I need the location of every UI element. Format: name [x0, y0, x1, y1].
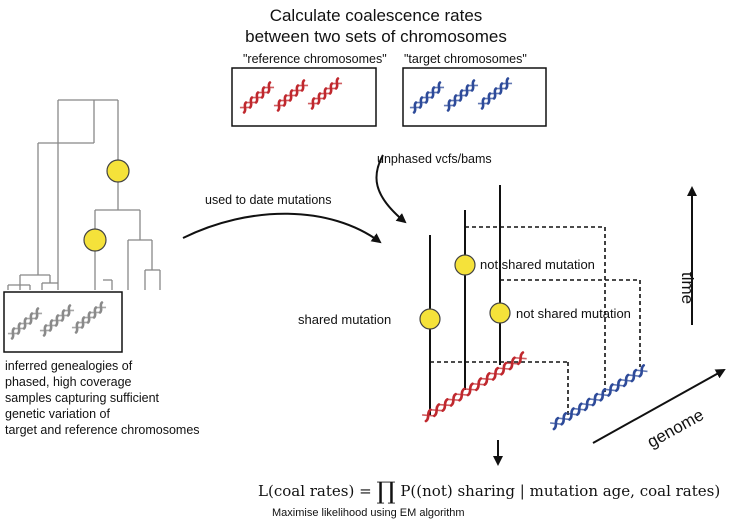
inferred-genealogies-text: inferred genealogies of phased, high cov…: [5, 358, 225, 438]
inferred-text-line: target and reference chromosomes: [5, 422, 225, 438]
inferred-text-line: genetic variation of: [5, 406, 225, 422]
tree-mutation-lower: [84, 229, 106, 251]
target-diagonal-strand: [605, 389, 617, 390]
reference-diagonal-strand: [489, 373, 501, 374]
equation-product-symbol: ∏: [376, 477, 395, 505]
not-shared-mutation-dot-2: [490, 303, 510, 323]
target-diagonal-strand: [636, 370, 648, 371]
target-diagonal-strand: [620, 380, 632, 381]
shared-mutation-label: shared mutation: [298, 312, 391, 327]
target-diagonal-chromosome: [550, 365, 647, 429]
target-chromosomes-group: [410, 79, 512, 113]
target-diagonal-strand: [589, 399, 601, 400]
not-shared-mutation-label-2: not shared mutation: [516, 306, 631, 321]
target-diagonal-strand: [574, 409, 586, 410]
target-diagonal-strand: [581, 404, 593, 405]
date-mutations-arrow: [183, 214, 380, 242]
shared-mutation-dot: [420, 309, 440, 329]
target-diagonal-strand: [597, 394, 609, 395]
time-axis-label: time: [677, 272, 697, 304]
inferred-genealogies-box: [4, 292, 122, 352]
inferred-text-line: samples capturing sufficient: [5, 390, 225, 406]
reference-diagonal-strand: [473, 384, 485, 385]
em-caption: Maximise likelihood using EM algorithm: [272, 507, 465, 519]
reference-diagonal-strand: [456, 394, 468, 395]
reference-diagonal-strand: [515, 358, 527, 359]
used-to-date-label: used to date mutations: [205, 193, 331, 207]
coalescence-lineages: [430, 185, 500, 415]
genealogy-tree: [8, 100, 160, 290]
gray-chromosomes-group: [8, 303, 106, 339]
reference-diagonal-strand: [447, 399, 459, 400]
reference-diagonal-strand: [439, 405, 451, 406]
inferred-text-line: inferred genealogies of: [5, 358, 225, 374]
reference-chromosomes-group: [240, 79, 342, 113]
reference-diagonal-strand: [431, 410, 443, 411]
target-diagonal-strand: [550, 423, 562, 424]
reference-diagonal-strand: [506, 363, 518, 364]
equation-lhs: L(coal rates) =: [258, 482, 372, 500]
target-label: "target chromosomes": [404, 52, 527, 66]
reference-label: "reference chromosomes": [243, 52, 387, 66]
title-line-2: between two sets of chromosomes: [176, 26, 576, 47]
title-line-1: Calculate coalescence rates: [176, 5, 576, 26]
equation-rhs: P((not) sharing | mutation age, coal rat…: [400, 482, 720, 500]
target-diagonal-strand: [613, 385, 625, 386]
target-diagonal-strand: [558, 418, 570, 419]
unphased-label: unphased vcfs/bams: [377, 152, 492, 166]
likelihood-equation: L(coal rates) = ∏ P((not) sharing | muta…: [258, 477, 720, 505]
inferred-text-line: phased, high coverage: [5, 374, 225, 390]
not-shared-mutation-label-1: not shared mutation: [480, 257, 595, 272]
reference-diagonal-strand: [498, 368, 510, 369]
not-shared-mutation-dot-1: [455, 255, 475, 275]
target-diagonal-strand: [628, 375, 640, 376]
reference-diagonal-chromosome: [422, 353, 527, 422]
reference-diagonal-strand: [464, 389, 476, 390]
reference-diagonal-strand: [481, 379, 493, 380]
tree-mutation-upper: [107, 160, 129, 182]
reference-diagonal-strand: [422, 415, 434, 416]
